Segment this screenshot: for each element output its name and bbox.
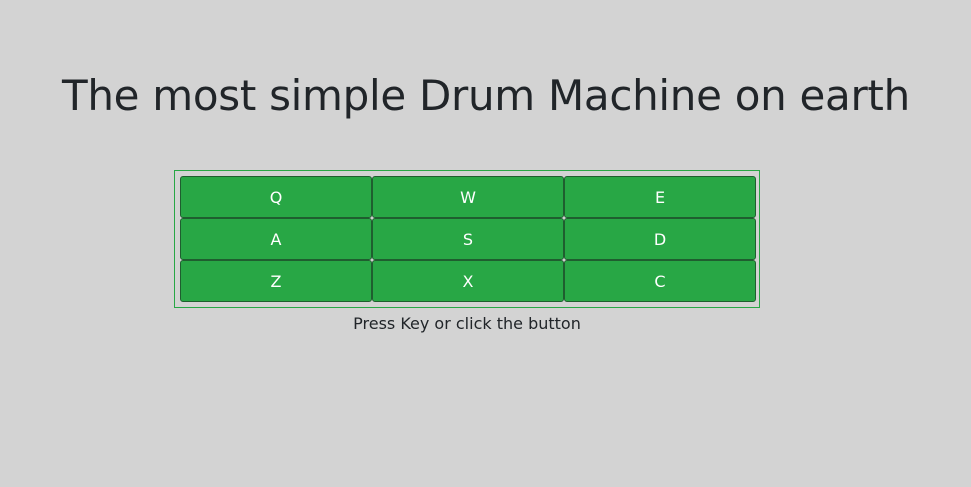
drum-pad-z[interactable]: Z xyxy=(180,260,372,302)
drum-pad-e[interactable]: E xyxy=(564,176,756,218)
display-text: Press Key or click the button xyxy=(353,314,581,333)
drum-pad-c[interactable]: C xyxy=(564,260,756,302)
drum-pad-x[interactable]: X xyxy=(372,260,564,302)
drum-pad-s[interactable]: S xyxy=(372,218,564,260)
page-title: The most simple Drum Machine on earth xyxy=(62,71,910,120)
drum-pad-a[interactable]: A xyxy=(180,218,372,260)
drum-machine: Q W E A S D Z X C xyxy=(174,170,760,308)
pad-grid: Q W E A S D Z X C xyxy=(180,176,756,302)
drum-pad-w[interactable]: W xyxy=(372,176,564,218)
drum-pad-q[interactable]: Q xyxy=(180,176,372,218)
drum-pad-d[interactable]: D xyxy=(564,218,756,260)
